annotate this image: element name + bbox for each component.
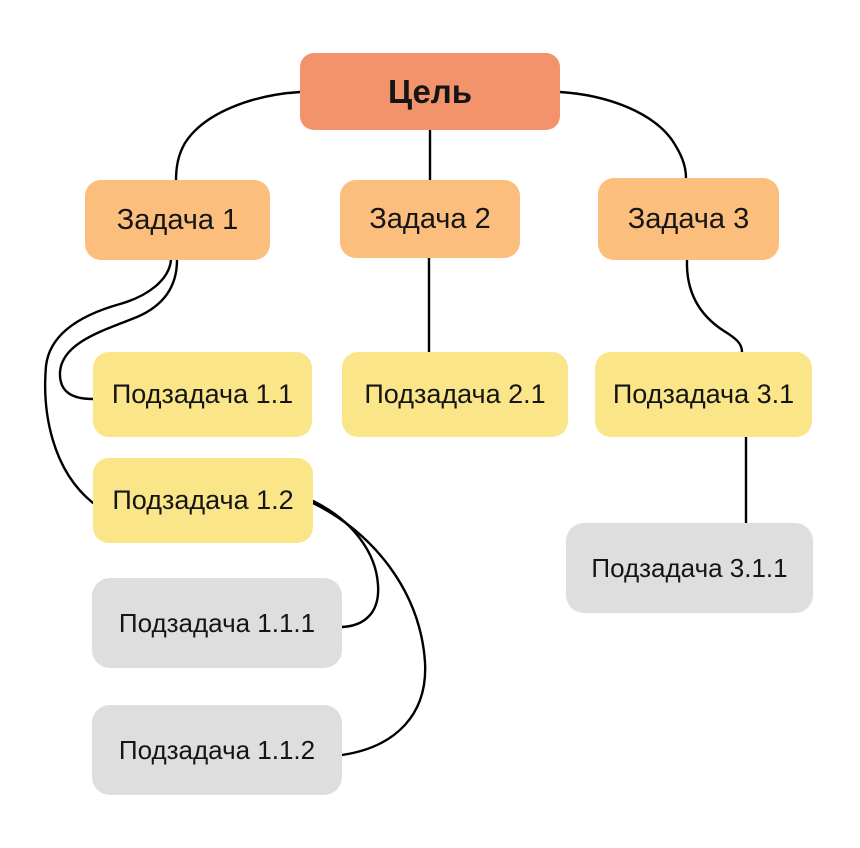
node-subtask-1-2[interactable]: Подзадача 1.2 <box>93 458 313 543</box>
node-subtask-3-1[interactable]: Подзадача 3.1 <box>595 352 812 437</box>
node-subtask-1-1-1-label: Подзадача 1.1.1 <box>118 607 316 638</box>
node-subtask-1-1[interactable]: Подзадача 1.1 <box>93 352 312 437</box>
node-subtask-2-1-label: Подзадача 2.1 <box>364 379 546 409</box>
node-task-3[interactable]: Задача 3 <box>598 178 779 260</box>
node-subtask-1-1-label: Подзадача 1.1 <box>111 379 294 409</box>
node-subtask-3-1-1-label: Подзадача 3.1.1 <box>591 552 788 583</box>
node-goal-label: Цель <box>387 72 473 110</box>
node-goal[interactable]: Цель <box>300 53 560 130</box>
node-subtask-1-1-2-label: Подзадача 1.1.2 <box>118 734 316 765</box>
node-task-1-label: Задача 1 <box>116 203 239 236</box>
edge-task1-subtask11[interactable] <box>58 258 179 401</box>
node-subtask-1-1-1[interactable]: Подзадача 1.1.1 <box>92 578 342 668</box>
node-subtask-3-1-label: Подзадача 3.1 <box>612 379 795 409</box>
edge-subtask12-subtask112[interactable] <box>311 501 427 757</box>
edge-goal-task3[interactable] <box>558 90 688 180</box>
node-task-3-label: Задача 3 <box>627 202 750 235</box>
node-subtask-2-1[interactable]: Подзадача 2.1 <box>342 352 568 437</box>
edge-goal-task1[interactable] <box>174 90 302 183</box>
edge-task1-subtask12[interactable] <box>44 258 173 505</box>
edge-task3-subtask31[interactable] <box>685 258 744 354</box>
node-task-1[interactable]: Задача 1 <box>85 180 270 260</box>
node-subtask-1-1-2[interactable]: Подзадача 1.1.2 <box>92 705 342 795</box>
node-task-2[interactable]: Задача 2 <box>340 180 520 258</box>
node-subtask-1-2-label: Подзадача 1.2 <box>112 485 294 515</box>
node-subtask-3-1-1[interactable]: Подзадача 3.1.1 <box>566 523 813 613</box>
node-task-2-label: Задача 2 <box>369 202 491 235</box>
